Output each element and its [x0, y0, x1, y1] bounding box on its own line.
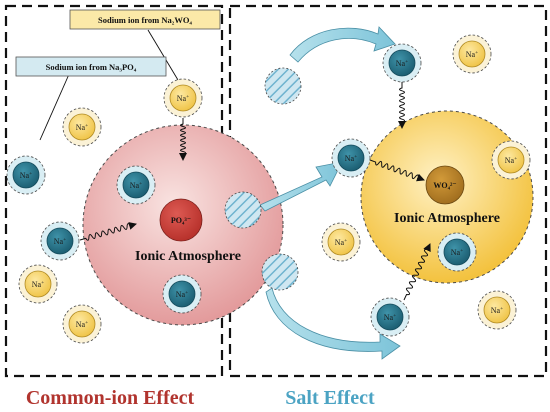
na2wo4-label: Sodium ion from Na₂WO₄: [98, 15, 192, 25]
sodium-ion-label: Na+: [76, 320, 88, 329]
sodium-ion-lower-left: Na+: [18, 264, 58, 304]
sodium-ion-label: Na+: [32, 280, 44, 289]
sodium-ion-spring-left: Na+: [40, 221, 80, 261]
na3po4-label-box: Sodium ion from Na₃PO₄: [15, 56, 167, 77]
hatched-ion-top: [264, 67, 302, 105]
curved-arrow-bottom: [265, 287, 401, 360]
na2wo4-pointer-line: [147, 29, 179, 81]
sodium-ion-label: Na+: [54, 237, 66, 246]
sodium-ion-label: Na+: [130, 181, 142, 190]
sodium-ion-label: Na+: [505, 156, 517, 165]
straight-arrow: [259, 161, 343, 212]
po4-label: PO₄³⁻: [171, 216, 191, 225]
salt-effect-title: Salt Effect: [285, 387, 375, 409]
sodium-ion-label: Na+: [451, 248, 463, 257]
sodium-ion-label: Na+: [384, 313, 396, 322]
sodium-ion-left-edge: Na+: [6, 155, 46, 195]
wo4-central-ion: WO₄²⁻: [425, 165, 465, 205]
sodium-ion-label: Na+: [20, 171, 32, 180]
spring-right-mid: [369, 159, 425, 182]
sodium-ion-label: Na+: [491, 306, 503, 315]
curved-arrow-top: [289, 26, 396, 63]
ionic-atmosphere-left-label: Ionic Atmosphere: [135, 249, 241, 264]
sodium-ion-arrow-tip: Na+: [331, 138, 371, 178]
spring-top-right: [398, 82, 406, 129]
sodium-ion-top-left-panel: Na+: [163, 78, 203, 118]
spring-left: [79, 222, 137, 241]
spring-top-left: [179, 118, 187, 161]
sodium-ion-label: Na+: [177, 94, 189, 103]
na3po4-label: Sodium ion from Na₃PO₄: [46, 62, 137, 72]
ionic-atmosphere-right-label: Ionic Atmosphere: [394, 211, 500, 226]
sodium-ion-inside-bottom: Na+: [162, 274, 202, 314]
sodium-ion-upper-left: Na+: [62, 107, 102, 147]
sodium-ion-bottom-spring: Na+: [370, 297, 410, 337]
sodium-ion-label: Na+: [335, 238, 347, 247]
sodium-ion-inside-left: Na+: [116, 165, 156, 205]
na3po4-pointer-line: [39, 71, 71, 141]
sodium-ion-label: Na+: [176, 290, 188, 299]
sodium-ion-right-inner: Na+: [491, 140, 531, 180]
sodium-ion-label: Na+: [396, 59, 408, 68]
common-ion-effect-title: Common-ion Effect: [26, 387, 195, 409]
sodium-ion-bottom-right: Na+: [477, 290, 517, 330]
spring-bottom-right: [403, 243, 431, 301]
wo4-label: WO₄²⁻: [433, 181, 456, 190]
sodium-ion-label: Na+: [345, 154, 357, 163]
sodium-ion-group: Na+ Na+ Na+ Na+ Na+ Na+ Na+ Na+ Na+ Na+ Na+ Na+ Na+ N…: [6, 34, 531, 344]
po4-central-ion: PO₄³⁻: [159, 198, 203, 242]
sodium-ion-label: Na+: [76, 123, 88, 132]
sodium-ion-top-mid-right: Na+: [382, 43, 422, 83]
sodium-ion-right-lower-left: Na+: [321, 222, 361, 262]
hatched-ion-bottom: [261, 253, 299, 291]
spring-group: [79, 82, 431, 301]
sodium-ion-label: Na+: [466, 50, 478, 59]
hatched-ion-middle: [224, 191, 262, 229]
sodium-ion-top-right: Na+: [452, 34, 492, 74]
sodium-ion-right-inside-bottom: Na+: [437, 232, 477, 272]
sodium-ion-bottom-left: Na+: [62, 304, 102, 344]
na2wo4-label-box: Sodium ion from Na₂WO₄: [69, 9, 221, 30]
